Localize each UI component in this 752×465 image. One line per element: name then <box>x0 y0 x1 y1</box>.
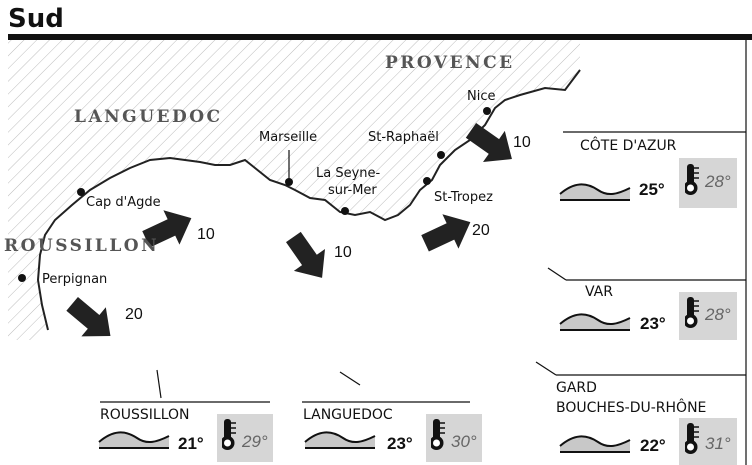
water-temp-cote-azur: 25° <box>639 180 665 199</box>
city-la-seyne-line1: La Seyne- <box>316 166 381 181</box>
zone-roussillon-label: ROUSSILLON <box>100 407 190 423</box>
city-st-tropez: St-Tropez <box>434 190 493 205</box>
thermometer-icon <box>685 163 700 196</box>
wind-speed-marseille: 10 <box>334 244 352 261</box>
thermometer-box: 30° <box>426 414 482 462</box>
city-marseille: Marseille <box>259 130 318 145</box>
air-temp-var: 28° <box>705 305 731 324</box>
header-rule <box>8 34 752 40</box>
zone-bouches-du-rhone-label: BOUCHES-DU-RHÔNE <box>556 400 707 416</box>
wave-icon <box>559 313 631 331</box>
wind-speed-cote-azur: 10 <box>513 134 531 151</box>
city-st-raphael: St-Raphaël <box>368 130 439 145</box>
leader-lines <box>100 40 747 465</box>
air-temp-roussillon: 29° <box>242 432 268 451</box>
wind-speed-st-tropez: 20 <box>472 222 490 239</box>
wave-icon <box>559 183 631 201</box>
wave-icon <box>304 431 376 449</box>
page-title: Sud <box>8 4 64 34</box>
wave-icon <box>98 431 170 449</box>
air-temp-cote-azur: 28° <box>705 172 731 191</box>
thermometer-box: 28° <box>679 158 737 208</box>
city-cap-dagde: Cap d'Agde <box>86 195 161 210</box>
wind-speed-perpignan: 20 <box>125 306 143 323</box>
land-mass <box>8 40 580 340</box>
region-languedoc: LANGUEDOC <box>74 107 223 127</box>
wind-speed-cap-agde: 10 <box>197 226 215 243</box>
thermometer-box: 29° <box>217 414 273 462</box>
air-temp-gard: 31° <box>705 434 731 453</box>
thermometer-icon <box>685 296 700 329</box>
water-temp-roussillon: 21° <box>178 434 204 453</box>
water-temp-var: 23° <box>640 314 666 333</box>
water-temp-languedoc: 23° <box>387 434 413 453</box>
region-roussillon: ROUSSILLON <box>4 236 160 256</box>
city-nice: Nice <box>467 89 496 104</box>
city-perpignan: Perpignan <box>42 272 108 287</box>
water-temp-gard: 22° <box>640 436 666 455</box>
zone-gard-label: GARD <box>556 380 597 396</box>
city-dot-icon <box>18 107 491 282</box>
thermometer-box: 31° <box>679 418 737 465</box>
city-la-seyne-line2: sur-Mer <box>328 183 377 198</box>
zone-var-label: VAR <box>585 284 613 300</box>
thermometer-box: 28° <box>679 292 737 340</box>
thermometer-icon <box>431 418 446 451</box>
air-temp-languedoc: 30° <box>451 432 477 451</box>
thermometer-icon <box>222 418 237 451</box>
thermometer-icon <box>685 422 700 455</box>
zone-cote-azur-label: CÔTE D'AZUR <box>580 138 677 154</box>
zone-languedoc-label: LANGUEDOC <box>303 407 393 423</box>
wave-icon <box>559 435 631 453</box>
region-provence: PROVENCE <box>385 53 515 73</box>
